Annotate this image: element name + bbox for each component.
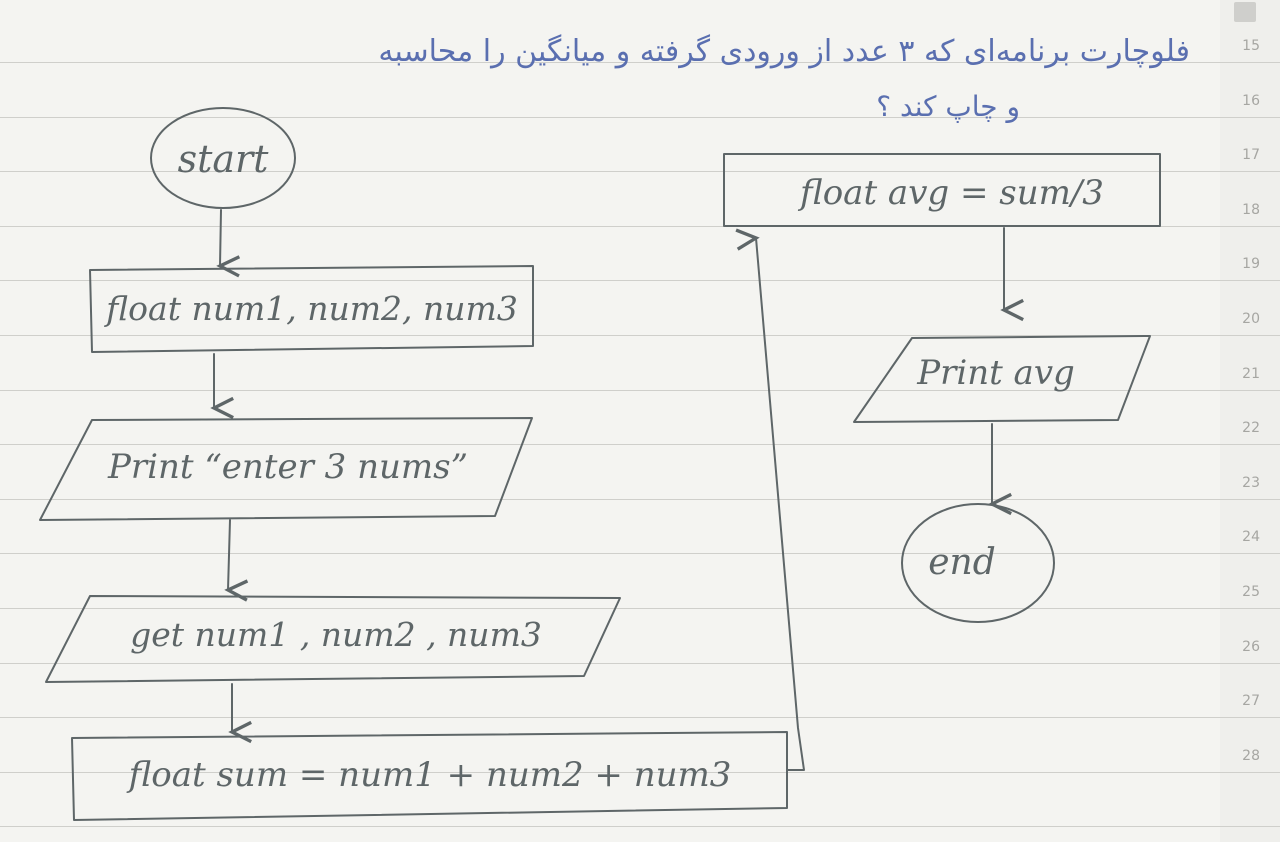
line-number: 20 — [1242, 311, 1260, 327]
ruled-line — [0, 608, 1280, 609]
arrow-prompt-to-input — [224, 519, 249, 602]
line-number: 16 — [1242, 93, 1260, 109]
ruled-line — [0, 717, 1280, 718]
ruled-line — [0, 226, 1280, 227]
line-number: 23 — [1242, 475, 1260, 491]
ruled-line — [0, 499, 1280, 500]
page-margin — [1220, 0, 1280, 842]
ruled-line — [0, 553, 1280, 554]
line-number: 24 — [1242, 529, 1260, 545]
end-terminal — [901, 503, 1055, 623]
avg-label: float avg = sum/3 — [797, 173, 1104, 213]
input-io-box — [45, 595, 621, 683]
line-number: 17 — [1242, 147, 1260, 163]
sum-label: float sum = num1 + num2 + num3 — [126, 755, 732, 795]
sum-process-box — [71, 731, 788, 821]
ruled-line — [0, 826, 1280, 827]
start-label: start — [178, 137, 270, 181]
ruled-line — [0, 62, 1280, 63]
line-number: 15 — [1242, 38, 1260, 54]
print-avg-label: Print avg — [916, 353, 1075, 393]
prompt-label: Print “enter 3 nums” — [107, 447, 468, 487]
declare-process-box — [89, 265, 534, 353]
line-number: 25 — [1242, 584, 1260, 600]
line-number: 21 — [1242, 366, 1260, 382]
end-label: end — [928, 542, 996, 583]
corner-mark — [1234, 2, 1256, 22]
title-line-1: فلوچارت برنامه‌ای که ۳ عدد از ورودی گرفت… — [378, 34, 1190, 69]
ruled-line — [0, 772, 1280, 773]
line-number: 19 — [1242, 256, 1260, 272]
ruled-line — [0, 280, 1280, 281]
ruled-line — [0, 117, 1280, 118]
ruled-line — [0, 335, 1280, 336]
line-number: 27 — [1242, 693, 1260, 709]
print-avg-io-box — [853, 335, 1151, 423]
ruled-line — [0, 390, 1280, 391]
arrow-start-to-declare — [216, 209, 241, 278]
input-label: get num1 , num2 , num3 — [130, 615, 542, 654]
arrow-sum-to-avg — [735, 228, 805, 771]
prompt-io-box — [39, 417, 533, 521]
avg-process-box — [723, 153, 1161, 227]
start-terminal — [150, 107, 296, 209]
declare-label: float num1, num2, num3 — [103, 289, 518, 328]
line-number: 22 — [1242, 420, 1260, 436]
line-number: 18 — [1242, 202, 1260, 218]
ruled-line — [0, 444, 1280, 445]
line-number: 28 — [1242, 748, 1260, 764]
title-line-2: و چاپ کند ؟ — [876, 90, 1020, 123]
line-number: 26 — [1242, 639, 1260, 655]
ruled-line — [0, 663, 1280, 664]
ruled-line — [0, 171, 1280, 172]
